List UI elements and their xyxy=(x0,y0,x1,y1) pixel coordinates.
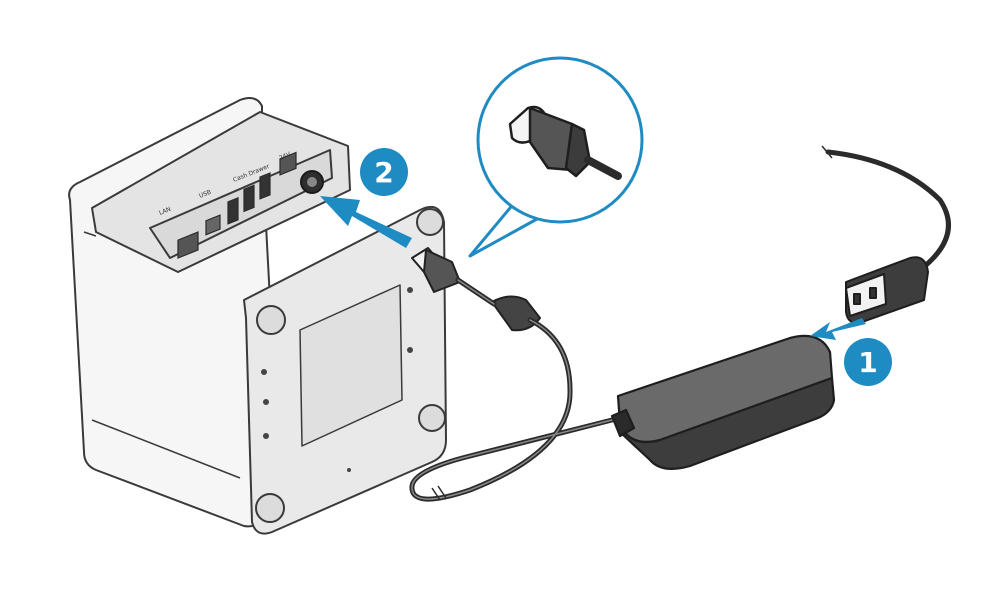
printer-ports xyxy=(177,151,324,259)
drawer-port-3 xyxy=(259,172,271,200)
dc-plug-closeup xyxy=(508,105,622,180)
power-adapter xyxy=(610,334,836,471)
lan-port xyxy=(177,231,199,259)
port-label-usb: USB xyxy=(198,189,212,200)
step-badge-1: 1 xyxy=(844,338,892,386)
ac-cord xyxy=(825,149,951,273)
drawer-port-2 xyxy=(243,184,255,213)
port-label-lan: LAN xyxy=(158,206,172,217)
ac-plug xyxy=(845,256,929,324)
drawer-port-1 xyxy=(227,196,239,225)
lan-port-2 xyxy=(279,151,297,176)
step-badge-2: 2 xyxy=(360,148,408,196)
step-2-number: 2 xyxy=(374,156,393,189)
step-1-number: 1 xyxy=(858,346,877,379)
port-label-power: 24V xyxy=(278,151,292,162)
insert-arrow-icon xyxy=(320,196,866,340)
printer-device xyxy=(68,97,447,535)
usb-port xyxy=(205,214,221,236)
dc-plug xyxy=(411,247,541,332)
zoom-callout-icon xyxy=(468,56,644,258)
